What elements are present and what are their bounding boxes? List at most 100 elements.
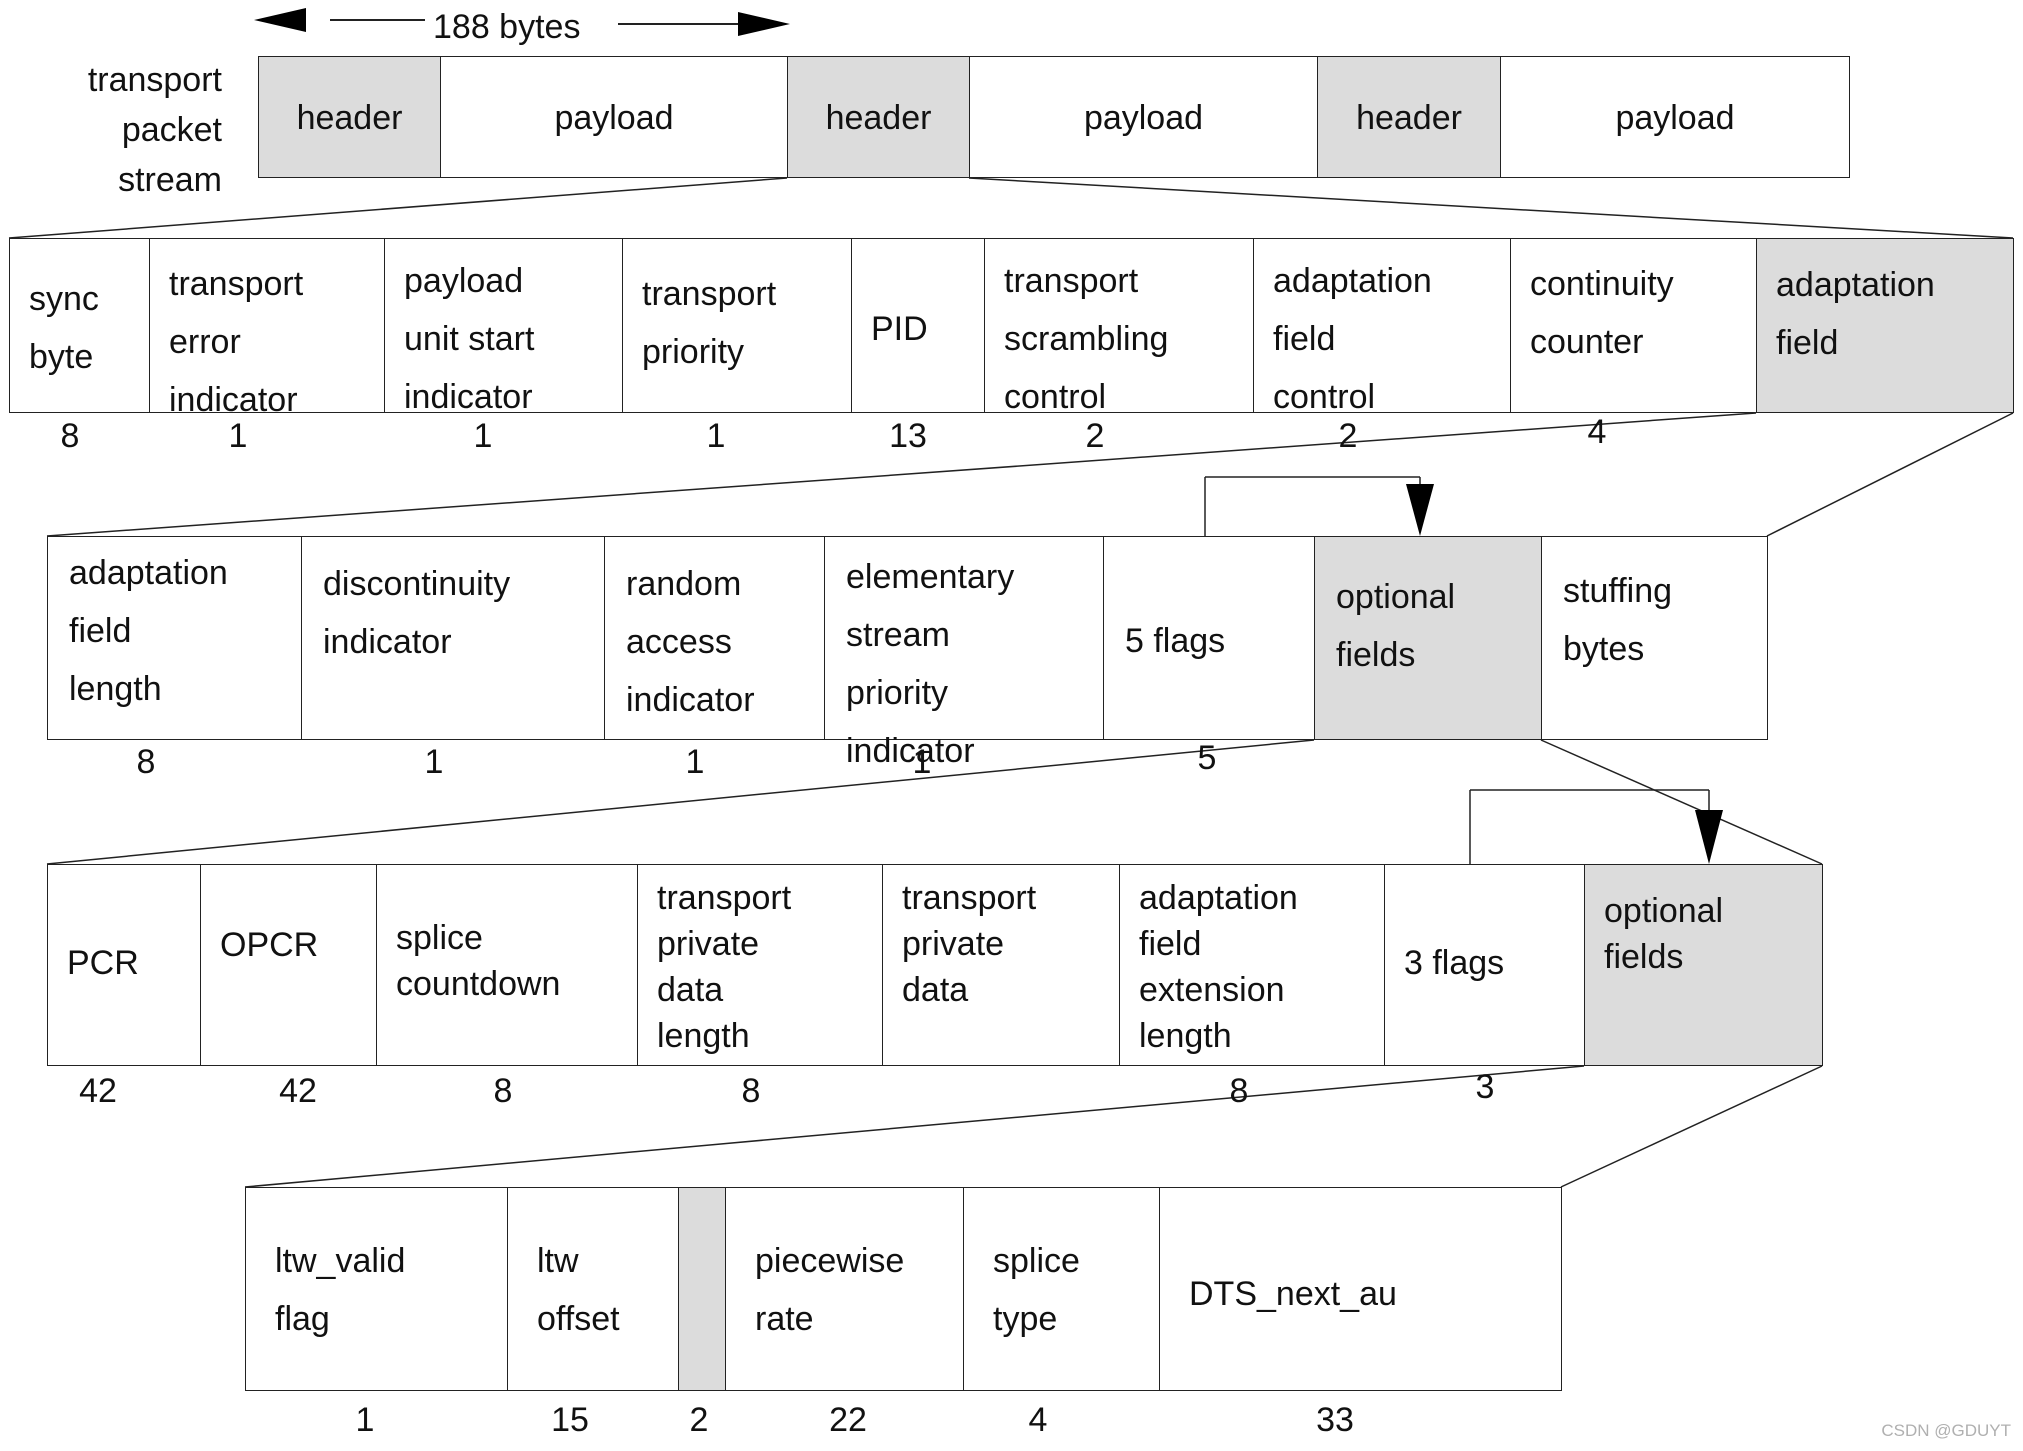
field-label-line: field: [1139, 925, 1202, 963]
field-label-line: countdown: [396, 965, 561, 1003]
field-label-line: transport: [657, 879, 792, 917]
connector-line: [244, 1065, 1585, 1188]
field-label-line: control: [1004, 378, 1107, 416]
field-label-line: continuity: [1530, 265, 1674, 303]
row3-field-cell: [1384, 864, 1585, 1066]
field-label-line: random: [626, 565, 742, 603]
row4-field-cell: [963, 1187, 1160, 1391]
field-label: adaptation field: [1776, 256, 1935, 372]
flags-arrow-icon: [1406, 484, 1434, 536]
field-label-line: error: [169, 323, 241, 361]
connector-line: [968, 177, 2014, 239]
stream-label-line: transport: [87, 61, 222, 99]
field-label-line: PID: [871, 310, 928, 348]
field-label-line: field: [1273, 320, 1336, 358]
credit-watermark: CSDN @GDUYT: [1881, 1421, 2011, 1440]
field-label-line: byte: [29, 338, 94, 376]
field-label: 3 flags: [1404, 940, 1504, 986]
field-label-line: unit start: [404, 320, 535, 358]
field-label-line: DTS_next_au: [1189, 1275, 1397, 1313]
row2-field-cell: [47, 536, 302, 740]
field-label-line: private: [657, 925, 760, 963]
row2-field-cell: [1103, 536, 1315, 740]
payload-cell: payload: [440, 56, 788, 178]
field-label-line: rate: [755, 1300, 814, 1338]
field-label-line: length: [69, 670, 162, 708]
bit-count: 2: [689, 1401, 709, 1439]
row2-field-cell: [824, 536, 1104, 740]
connector-line: [46, 412, 1757, 537]
field-label: transport priority: [642, 265, 776, 381]
field-label: DTS_next_au: [1189, 1265, 1397, 1323]
stream-label-line: packet: [121, 111, 222, 149]
field-label-line: ltw: [537, 1242, 579, 1280]
row4-field-cell: [245, 1187, 508, 1391]
row1-field-cell: [1756, 238, 2014, 413]
bit-count: 2: [1338, 417, 1358, 455]
bit-count: 1: [685, 743, 705, 781]
field-label: transport error indicator: [169, 255, 303, 429]
row2-field-cell: [1541, 536, 1768, 740]
field-label-line: transport: [169, 265, 304, 303]
field-label-line: indicator: [846, 732, 975, 770]
field-label-line: priority: [642, 333, 745, 371]
field-label-line: fields: [1336, 636, 1416, 674]
field-label-line: transport: [902, 879, 1037, 917]
field-label: ltw offset: [537, 1232, 620, 1348]
connector-line: [46, 739, 1315, 865]
row1-field-cell: [851, 238, 985, 413]
field-label-line: adaptation: [1139, 879, 1298, 917]
row1-field-cell: [1253, 238, 1511, 413]
bit-count: 8: [60, 417, 80, 455]
row4-field-cell: [725, 1187, 964, 1391]
row4-field-cell: [678, 1187, 726, 1391]
field-label-line: PCR: [67, 944, 139, 982]
field-label-line: field: [69, 612, 132, 650]
bit-count: 22: [829, 1401, 867, 1439]
row3-field-cell: [637, 864, 883, 1066]
field-label-line: transport: [642, 275, 777, 313]
bit-count: 1: [912, 743, 932, 781]
field-label-line: length: [657, 1017, 750, 1055]
field-label: sync byte: [29, 270, 99, 386]
field-label-line: offset: [537, 1300, 620, 1338]
row2-field-cell: [301, 536, 605, 740]
field-label: OPCR: [220, 922, 318, 968]
field-label-line: elementary: [846, 558, 1015, 596]
bit-count: 8: [493, 1072, 513, 1110]
payload-cell: payload: [1500, 56, 1850, 178]
row1-field-cell: [1510, 238, 1757, 413]
field-label-line: indicator: [323, 623, 452, 661]
field-label-line: adaptation: [1776, 266, 1935, 304]
field-label-line: sync: [29, 280, 99, 318]
field-label: PCR: [67, 940, 139, 986]
header-cell: header: [1317, 56, 1501, 178]
bit-count: 4: [1587, 413, 1607, 451]
field-label-line: indicator: [169, 381, 298, 419]
field-label-line: field: [1776, 324, 1839, 362]
bit-count: 33: [1316, 1401, 1354, 1439]
field-label-line: bytes: [1563, 630, 1645, 668]
row3-field-cell: [200, 864, 377, 1066]
header-cell: header: [787, 56, 970, 178]
row3-field-cell: [1584, 864, 1823, 1066]
field-label-line: payload: [404, 262, 524, 300]
packet-size-label: 188 bytes: [433, 8, 581, 46]
stream-label-line: stream: [118, 161, 222, 199]
bit-count: 5: [1197, 739, 1217, 777]
